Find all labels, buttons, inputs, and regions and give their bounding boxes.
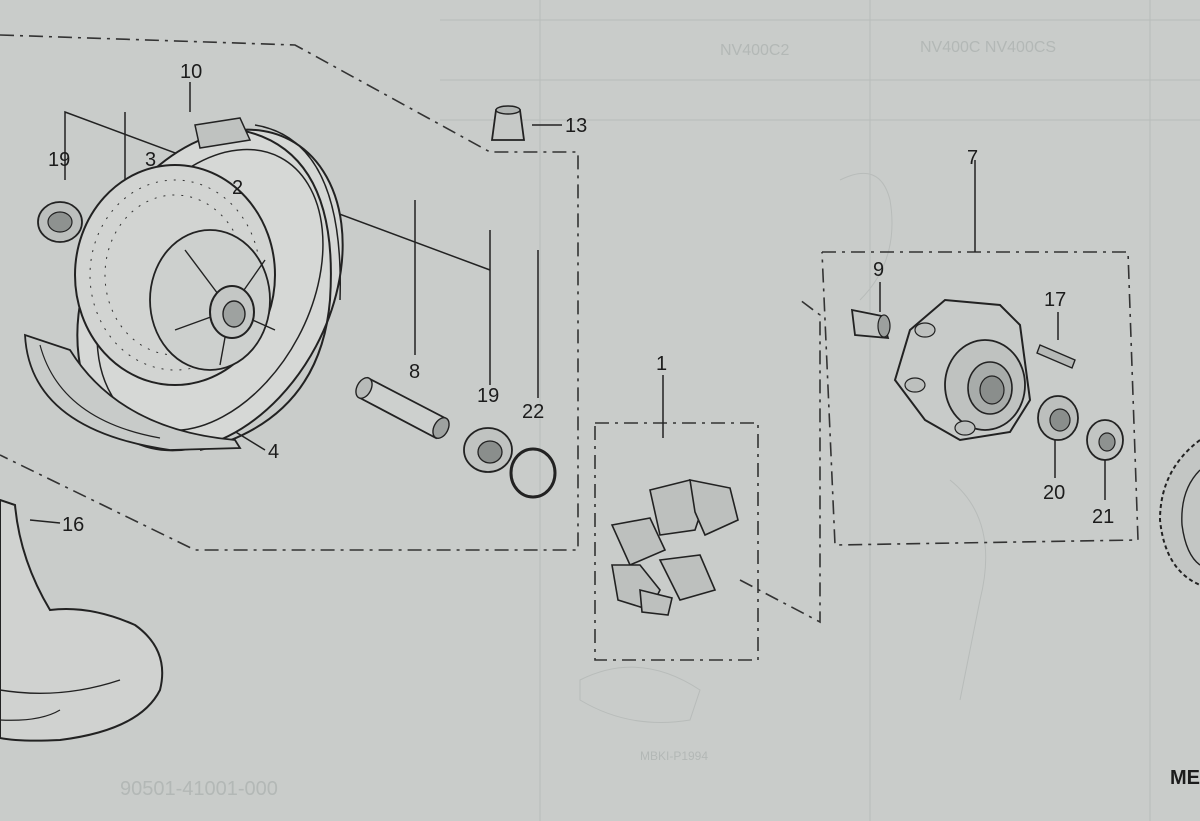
callout-9: 9 (873, 259, 884, 281)
collar-8 (355, 376, 450, 440)
corner-text: ME (1170, 767, 1200, 789)
callout-labels: 10 19 3 2 4 16 13 8 19 22 1 7 9 17 20 21… (48, 61, 1200, 789)
ghost-ref-no: MBKI-P1994 (640, 749, 708, 763)
o-ring-22 (509, 447, 557, 499)
ghost-model-header: NV400C2 (720, 42, 789, 59)
ghost-part-no: 90501-41001-000 (120, 778, 278, 800)
sprocket-edge (1158, 439, 1200, 586)
cap-13 (490, 105, 526, 141)
bearing-19-center (463, 427, 513, 473)
rear-wheel-assembly (24, 117, 344, 452)
callout-21: 21 (1092, 506, 1114, 528)
callout-1: 1 (656, 353, 667, 375)
driven-flange-7 (893, 298, 1032, 442)
leader-lines (29, 82, 1106, 524)
callout-16: 16 (62, 514, 84, 536)
callout-17: 17 (1044, 289, 1066, 311)
callout-7: 7 (967, 147, 978, 169)
callout-20: 20 (1043, 482, 1065, 504)
callout-19-center: 19 (477, 385, 499, 407)
ghost-model-header-b: NV400C NV400CS (920, 39, 1056, 56)
callout-22: 22 (522, 401, 544, 423)
callout-13: 13 (565, 115, 587, 137)
callout-4: 4 (268, 441, 279, 463)
bearing-20 (1037, 395, 1079, 441)
bearing-19-left (37, 201, 83, 243)
callout-8: 8 (409, 361, 420, 383)
callout-3: 3 (145, 149, 156, 171)
pin-17 (1036, 344, 1076, 369)
callout-2: 2 (232, 177, 243, 199)
collar-9 (850, 308, 891, 340)
tire-segment-16 (0, 498, 164, 742)
callout-19-left: 19 (48, 149, 70, 171)
callout-10: 10 (180, 61, 202, 83)
background-show-through-print: NV400C2 NV400C NV400CS MBKI-P1994 90501-… (120, 0, 1200, 821)
assembly-boundaries (0, 34, 1139, 661)
damper-rubbers-1 (610, 478, 739, 616)
oil-seal-21 (1086, 419, 1124, 461)
